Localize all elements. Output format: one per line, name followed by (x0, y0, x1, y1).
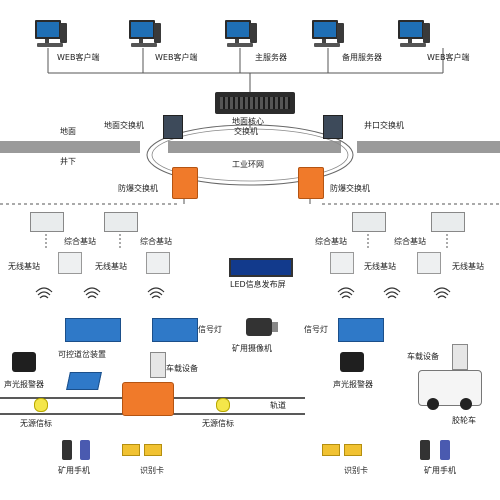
phone-label: 矿用手机 (58, 466, 90, 475)
led-label: LED信息发布屏 (230, 280, 286, 289)
base-station-icon (431, 212, 465, 232)
phone-label: 矿用手机 (424, 466, 456, 475)
explosion-proof-switch-icon (298, 167, 324, 199)
pc-icon (398, 20, 432, 48)
pc-label: WEB客户端 (57, 53, 100, 62)
turnout-device-icon (65, 318, 121, 342)
base-station-label: 综合基站 (140, 237, 172, 246)
well-switch-label: 井口交换机 (364, 121, 404, 130)
base-station-icon (352, 212, 386, 232)
base-station-label: 综合基站 (315, 237, 347, 246)
signal-light-icon (152, 318, 198, 342)
pc-label: WEB客户端 (427, 53, 470, 62)
phone-icon (420, 440, 430, 460)
id-card-icon (344, 444, 362, 456)
wireless-station-icon (417, 252, 441, 274)
ground-divider-mid (168, 141, 341, 153)
phone-icon (62, 440, 72, 460)
pc-label: 备用服务器 (342, 53, 382, 62)
core-switch-label-2: 交换机 (234, 127, 258, 136)
well-switch-icon (323, 115, 343, 139)
wireless-station-icon (58, 252, 82, 274)
wifi-signal-icon (383, 287, 401, 299)
beacon-icon (34, 398, 48, 412)
beacon-icon (216, 398, 230, 412)
ground-label: 地面 (60, 127, 76, 136)
pc-icon (129, 20, 163, 48)
turnout-label: 可控道岔装置 (58, 350, 106, 359)
camera-icon (246, 318, 272, 336)
base-station-icon (30, 212, 64, 232)
ground-divider-left (0, 141, 140, 153)
core-switch-icon (215, 92, 295, 114)
wireless-station-icon (146, 252, 170, 274)
card-label: 识别卡 (140, 466, 164, 475)
pc-label: WEB客户端 (155, 53, 198, 62)
alarm-icon (12, 352, 36, 372)
exp-switch-label-right: 防爆交换机 (330, 184, 370, 193)
wheel-icon (460, 398, 472, 410)
phone-icon (440, 440, 450, 460)
exp-switch-label-left: 防爆交换机 (118, 184, 158, 193)
locomotive-icon (122, 382, 174, 416)
signal-light-icon (338, 318, 384, 342)
wireless-label: 无线基站 (95, 262, 127, 271)
wireless-label: 无线基站 (452, 262, 484, 271)
rubber-car-label: 胶轮车 (452, 416, 476, 425)
beacon-label: 无源信标 (202, 419, 234, 428)
ground-switch-icon (163, 115, 183, 139)
pc-icon (225, 20, 259, 48)
ground-divider-right (357, 141, 500, 153)
wireless-label: 无线基站 (364, 262, 396, 271)
wifi-signal-icon (433, 287, 451, 299)
pc-icon (312, 20, 346, 48)
blue-routing-box-icon (66, 372, 102, 390)
camera-label: 矿用摄像机 (232, 344, 272, 353)
vehicle-device-icon (452, 344, 468, 370)
wifi-signal-icon (147, 287, 165, 299)
base-station-label: 综合基站 (64, 237, 96, 246)
pc-icon (35, 20, 69, 48)
phone-icon (80, 440, 90, 460)
id-card-icon (322, 444, 340, 456)
alarm-label: 声光报警器 (333, 380, 373, 389)
explosion-proof-switch-icon (172, 167, 198, 199)
vehicle-device-label: 车载设备 (166, 364, 198, 373)
alarm-label: 声光报警器 (4, 380, 44, 389)
wheel-icon (427, 398, 439, 410)
wifi-signal-icon (35, 287, 53, 299)
ground-switch-label: 地面交换机 (104, 121, 144, 130)
industrial-ring-inner (151, 128, 349, 182)
underground-label: 井下 (60, 157, 76, 166)
signal-label: 信号灯 (198, 325, 222, 334)
track-label: 轨道 (270, 401, 286, 410)
wifi-signal-icon (337, 287, 355, 299)
wireless-label: 无线基站 (8, 262, 40, 271)
core-switch-label-1: 地面核心 (232, 117, 264, 126)
vehicle-device-icon (150, 352, 166, 378)
base-station-icon (104, 212, 138, 232)
signal-label: 信号灯 (304, 325, 328, 334)
camera-mount-icon (272, 322, 278, 332)
vehicle-device-label: 车载设备 (407, 352, 439, 361)
beacon-label: 无源信标 (20, 419, 52, 428)
base-station-label: 综合基站 (394, 237, 426, 246)
id-card-icon (144, 444, 162, 456)
ring-label: 工业环网 (232, 160, 264, 169)
card-label: 识别卡 (344, 466, 368, 475)
led-screen-icon (229, 258, 293, 277)
id-card-icon (122, 444, 140, 456)
wifi-signal-icon (83, 287, 101, 299)
alarm-icon (340, 352, 364, 372)
wireless-station-icon (330, 252, 354, 274)
pc-label: 主服务器 (255, 53, 287, 62)
